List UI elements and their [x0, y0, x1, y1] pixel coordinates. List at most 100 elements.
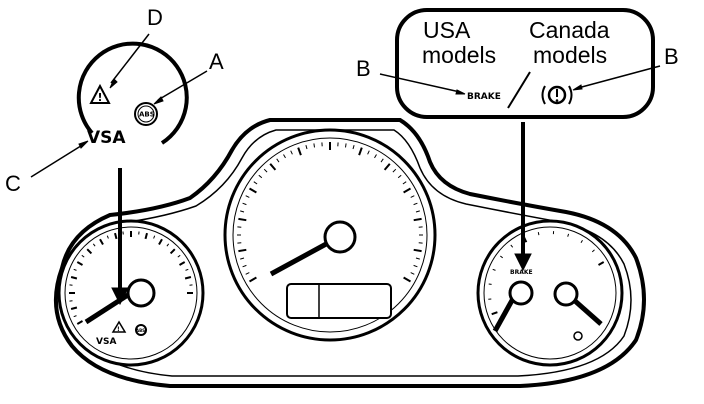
callout-a: A	[209, 49, 224, 74]
tick-mark	[415, 210, 420, 213]
right-gauge: BRAKE	[476, 219, 624, 367]
vsa-warning-indicator-icon: !	[89, 83, 111, 104]
brake-system-indicator-icon	[541, 85, 573, 105]
tick-mark	[245, 272, 250, 275]
tick-mark	[383, 163, 391, 171]
tick-mark	[297, 147, 302, 156]
tick-mark	[413, 217, 422, 222]
tick-mark	[492, 268, 496, 271]
speedometer-hub	[323, 220, 357, 254]
tick-mark	[92, 243, 96, 247]
left-abs-indicator-icon: ABS	[135, 324, 147, 336]
left-gauge: ! VSA ABS	[57, 219, 205, 367]
tick-mark	[169, 248, 176, 255]
tick-mark	[248, 276, 257, 283]
brake-indicator-text: BRAKE	[467, 92, 501, 102]
tick-mark	[253, 181, 258, 185]
tick-mark	[403, 276, 412, 283]
speedometer	[223, 128, 437, 342]
vsa-abs-indicator-icon: ABS	[134, 102, 158, 126]
right-gauge-indicator-dot	[573, 331, 583, 341]
canada-label-line1: Canada	[529, 17, 610, 43]
tick-mark	[598, 261, 605, 266]
tick-mark	[73, 268, 77, 271]
tick-mark	[166, 243, 170, 247]
tick-mark	[283, 154, 286, 159]
tick-mark	[76, 320, 83, 325]
vsa-warning-mark: !	[98, 91, 103, 104]
tick-mark	[413, 248, 422, 253]
tick-mark	[402, 181, 407, 185]
tick-mark	[567, 233, 570, 237]
left-vsa-indicator: VSA	[96, 337, 116, 347]
tick-mark	[276, 158, 280, 163]
canada-label-line2: models	[533, 42, 607, 68]
odometer-display	[286, 283, 392, 319]
tick-mark	[238, 217, 247, 222]
tick-mark	[177, 254, 181, 258]
tick-mark	[290, 150, 293, 155]
panel-divider	[507, 71, 531, 109]
tick-mark	[345, 143, 347, 148]
tick-mark	[367, 150, 370, 155]
tick-mark	[499, 255, 504, 259]
tick-mark	[491, 311, 498, 316]
tick-mark	[70, 276, 78, 280]
model-comparison-panel: USA models Canada models BRAKE	[395, 8, 655, 119]
tick-mark	[242, 202, 247, 206]
tick-mark	[185, 268, 189, 271]
tick-mark	[99, 238, 104, 245]
tick-mark	[153, 235, 156, 239]
tick-mark	[410, 195, 415, 198]
tick-mark	[413, 202, 418, 206]
right-gauge-hub-left	[508, 280, 534, 306]
callout-c: C	[5, 171, 21, 196]
vsa-abs-label: ABS	[139, 111, 155, 119]
tick-mark	[248, 187, 257, 194]
speedometer-ticks	[237, 142, 423, 283]
tick-mark	[263, 168, 268, 173]
tick-mark	[352, 145, 355, 150]
tick-mark	[76, 261, 83, 266]
tick-mark	[86, 248, 93, 255]
tick-mark	[410, 272, 415, 275]
tick-mark	[240, 210, 245, 213]
tick-mark	[580, 239, 583, 244]
callout-b-left: B	[356, 56, 371, 81]
tick-mark	[374, 154, 377, 159]
tick-mark	[114, 232, 118, 240]
tick-mark	[184, 276, 192, 280]
tick-mark	[70, 306, 78, 310]
tick-mark	[313, 143, 315, 148]
tick-mark	[358, 147, 363, 156]
tick-mark	[380, 158, 384, 163]
tick-mark	[242, 264, 247, 268]
left-warning-indicator-icon: !	[111, 320, 127, 333]
tick-mark	[392, 168, 397, 173]
tick-mark	[413, 264, 418, 268]
tick-mark	[397, 174, 402, 179]
tick-mark	[258, 174, 263, 179]
tick-mark	[81, 254, 85, 258]
vsa-inset: ! ABS VSA	[76, 41, 189, 148]
left-gauge-hub	[126, 278, 156, 308]
left-warning-mark: !	[117, 326, 120, 333]
tick-mark	[158, 238, 163, 245]
tick-mark	[415, 257, 420, 260]
tick-mark	[106, 235, 109, 239]
tick-mark	[73, 315, 77, 318]
tick-mark	[144, 232, 148, 240]
tick-mark	[403, 187, 412, 194]
svg-text:ABS: ABS	[136, 328, 145, 333]
tick-mark	[537, 232, 540, 236]
tick-mark	[269, 163, 277, 171]
tick-mark	[240, 257, 245, 260]
tick-mark	[245, 195, 250, 198]
tick-mark	[591, 249, 595, 253]
tick-mark	[179, 261, 186, 266]
left-gauge-ticks	[69, 231, 193, 325]
tick-mark	[238, 248, 247, 253]
callout-b-right: B	[664, 44, 679, 69]
callout-d: D	[147, 5, 163, 30]
usa-label-line1: USA	[423, 17, 471, 43]
